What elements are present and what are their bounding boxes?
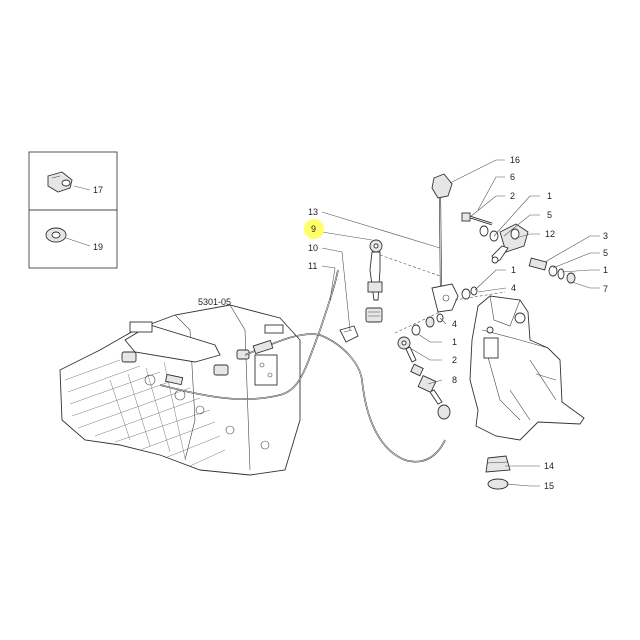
callout-2: 2 <box>510 191 515 201</box>
callout-13: 13 <box>308 207 318 217</box>
selector-knob-icon <box>121 349 250 376</box>
callout-16: 16 <box>510 155 520 165</box>
callout-9: 9 <box>311 224 316 234</box>
washer-icon <box>479 225 499 242</box>
inset-label-17: 17 <box>93 185 103 195</box>
callout-4: 4 <box>452 319 457 329</box>
callout-12: 12 <box>545 229 555 239</box>
pivot-fork <box>491 223 529 264</box>
callout-6: 6 <box>510 172 515 182</box>
callout-1: 1 <box>547 191 552 201</box>
callout-14: 14 <box>544 461 554 471</box>
gear-lever <box>431 173 459 313</box>
linkage-rod <box>397 336 451 420</box>
callout-8: 8 <box>452 375 457 385</box>
inset-label-19: 19 <box>93 242 103 252</box>
rubber-boot-icon <box>485 455 511 490</box>
callout-15: 15 <box>544 481 554 491</box>
callout-1: 1 <box>452 337 457 347</box>
callout-1: 1 <box>511 265 516 275</box>
cable-end-fitting <box>339 239 383 343</box>
lever-support-bracket <box>469 295 585 441</box>
callout-2: 2 <box>452 355 457 365</box>
callout-10: 10 <box>308 243 318 253</box>
gearbox-housing: 5301-05 <box>59 297 301 476</box>
callout-11: 11 <box>308 261 317 271</box>
callout-4: 4 <box>511 283 516 293</box>
callout-3: 3 <box>603 231 608 241</box>
clip-icon <box>47 171 73 193</box>
callout-1: 1 <box>603 265 608 275</box>
callout-highlight <box>304 219 324 239</box>
callout-numbers: 16 6 2 1 5 12 3 5 1 7 13 9 10 11 1 4 4 1… <box>308 155 608 491</box>
control-cables <box>159 269 446 463</box>
washer-icon <box>45 227 67 243</box>
callout-7: 7 <box>603 284 608 294</box>
reference-code: 5301-05 <box>198 297 231 307</box>
inset-panel: 17 19 <box>28 151 118 269</box>
leader-lines <box>321 159 600 487</box>
bolt-icon <box>461 212 493 226</box>
callout-5: 5 <box>603 248 608 258</box>
callout-5: 5 <box>547 210 552 220</box>
pin-icon <box>528 257 576 284</box>
